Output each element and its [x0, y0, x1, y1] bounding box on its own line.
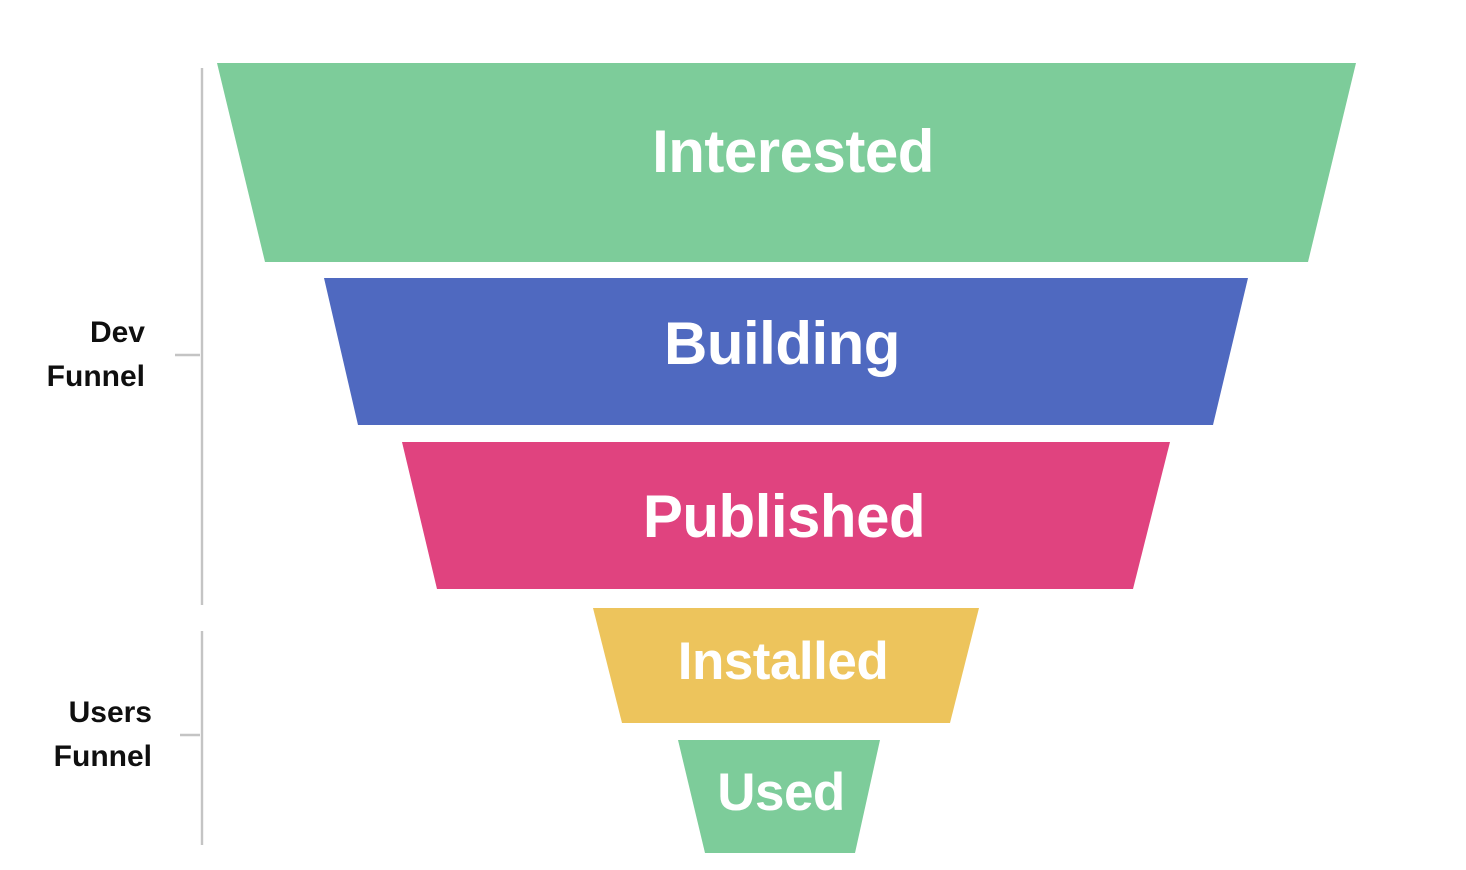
funnel-stage-published[interactable]: Published	[402, 442, 1170, 589]
users-funnel-label-line2: Funnel	[54, 740, 152, 773]
funnel-segment-installed[interactable]	[593, 608, 979, 723]
funnel-label-interested: Interested	[652, 118, 934, 185]
funnel-label-installed: Installed	[678, 632, 889, 691]
funnel-stage-installed[interactable]: Installed	[593, 608, 979, 723]
funnel-stage-used[interactable]: Used	[678, 740, 880, 853]
funnel-label-published: Published	[643, 483, 925, 550]
funnel-segment-used[interactable]	[678, 740, 880, 853]
dev-funnel-label-line2: Funnel	[47, 360, 145, 393]
funnel-stage-interested[interactable]: Interested	[217, 63, 1356, 262]
funnel-label-used: Used	[717, 763, 845, 822]
dev-funnel-label-line1: Dev	[90, 316, 145, 349]
funnel-label-building: Building	[664, 310, 900, 377]
funnel-stage-building[interactable]: Building	[324, 278, 1248, 425]
users-funnel-label-line1: Users	[69, 696, 152, 729]
dev-funnel-bracket: Dev Funnel	[47, 68, 204, 605]
funnel-segment-published[interactable]	[402, 442, 1170, 589]
funnel-segment-interested[interactable]	[217, 63, 1356, 262]
funnel-segment-building[interactable]	[324, 278, 1248, 425]
users-funnel-bracket: Users Funnel	[54, 631, 204, 845]
